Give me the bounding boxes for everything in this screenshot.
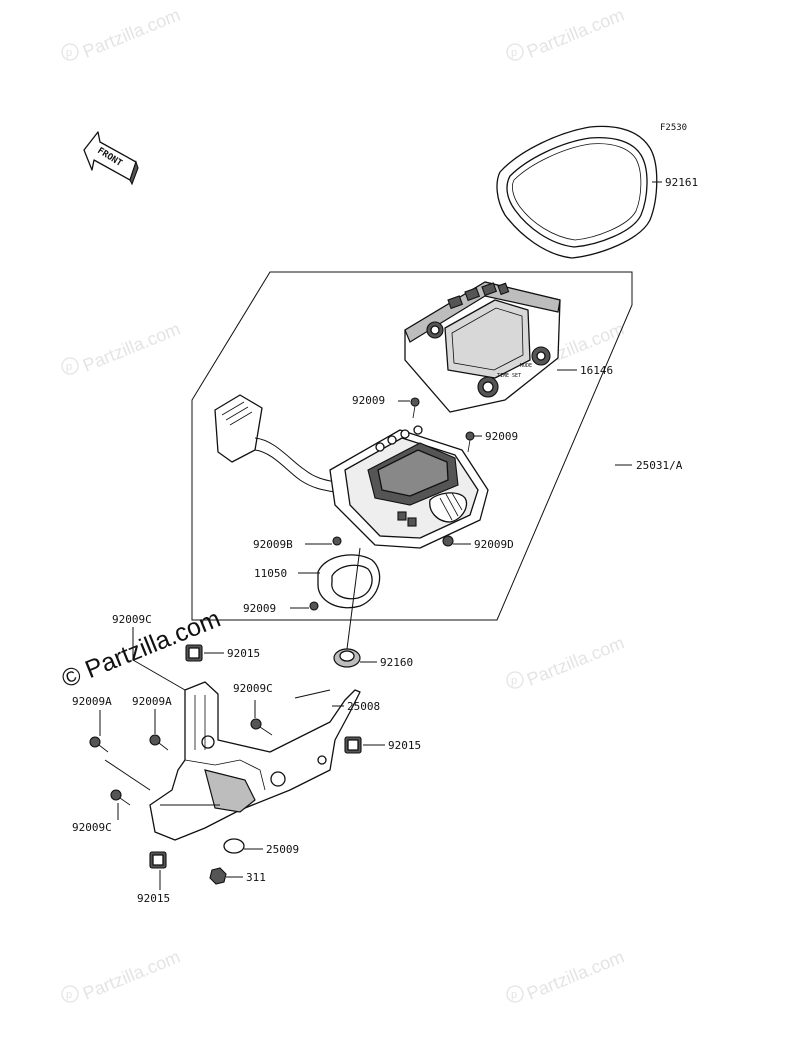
svg-text:p: p <box>511 47 517 59</box>
clip-92015-top <box>185 644 203 662</box>
watermark-mid-left: p Partzilla.com <box>61 319 183 376</box>
callout-92009A-left: 92009A <box>72 695 112 708</box>
assembly-boundary-25031 <box>191 271 633 621</box>
svg-text:Partzilla.com: Partzilla.com <box>524 633 627 690</box>
screw-92009-lower <box>309 601 319 611</box>
callout-92009C-bottom: 92009C <box>72 821 112 834</box>
watermark-bottom-left: p Partzilla.com <box>61 947 183 1004</box>
screw-92009-right <box>465 431 475 453</box>
bolt-92009A-mid <box>149 734 169 751</box>
washer-25009 <box>223 838 245 854</box>
meter-face-16146: TIME SET MODE <box>404 281 561 413</box>
time-set-label: TIME SET <box>497 373 521 379</box>
clip-92015-bottom <box>149 851 167 869</box>
gasket-11050 <box>317 554 381 609</box>
callout-92009A-mid: 92009A <box>132 695 172 708</box>
bracket-25008 <box>149 681 361 841</box>
callout-92009C-top: 92009C <box>112 613 152 626</box>
callout-92009B: 92009B <box>253 538 293 551</box>
callout-92009D: 92009D <box>474 538 514 551</box>
meter-cover-92161 <box>496 125 658 259</box>
callout-92009-lower: 92009 <box>243 602 276 615</box>
svg-text:Partzilla.com: Partzilla.com <box>80 5 183 62</box>
callout-92015-right: 92015 <box>388 739 421 752</box>
nut-311 <box>209 867 227 885</box>
callout-92161: 92161 <box>665 176 698 189</box>
svg-text:Partzilla.com: Partzilla.com <box>524 5 627 62</box>
screw-92009B <box>332 536 342 546</box>
watermark-bottom-right: p Partzilla.com <box>506 947 627 1004</box>
svg-text:p: p <box>66 361 72 373</box>
callout-11050: 11050 <box>254 567 287 580</box>
callout-16146: 16146 <box>580 364 613 377</box>
front-arrow-icon: FRONT <box>83 131 139 186</box>
callout-25009: 25009 <box>266 843 299 856</box>
screw-92009-upper <box>410 397 420 419</box>
svg-text:Partzilla.com: Partzilla.com <box>524 947 627 1004</box>
callout-92009C-mid: 92009C <box>233 682 273 695</box>
bolt-92009A-left <box>89 736 109 753</box>
callout-92015-bottom: 92015 <box>137 892 170 905</box>
figure-code: F2530 <box>660 123 687 133</box>
mode-label: MODE <box>520 363 532 369</box>
watermark-top-right: p Partzilla.com <box>506 5 627 62</box>
bolt-92009C-bottom <box>110 789 131 806</box>
svg-text:p: p <box>66 47 72 59</box>
svg-text:Partzilla.com: Partzilla.com <box>80 947 183 1004</box>
callout-92009-right: 92009 <box>485 430 518 443</box>
callout-92160: 92160 <box>380 656 413 669</box>
callout-92015-top: 92015 <box>227 647 260 660</box>
watermark-low-right: p Partzilla.com <box>506 633 627 690</box>
watermark-top-left: p Partzilla.com <box>61 5 183 62</box>
svg-text:p: p <box>511 675 517 687</box>
callout-92009-upper: 92009 <box>352 394 385 407</box>
callout-25008: 25008 <box>347 700 380 713</box>
screw-92009D <box>442 535 454 547</box>
meter-unit <box>214 394 489 549</box>
svg-text:p: p <box>511 989 517 1001</box>
callout-25031A: 25031/A <box>636 459 683 472</box>
clip-92015-right <box>344 736 362 754</box>
svg-text:p: p <box>66 989 72 1001</box>
bolt-92009C-mid <box>250 718 273 736</box>
leader-lines <box>99 181 662 890</box>
callout-311: 311 <box>246 871 266 884</box>
svg-text:Partzilla.com: Partzilla.com <box>80 319 183 376</box>
grommet-92160 <box>333 648 361 668</box>
